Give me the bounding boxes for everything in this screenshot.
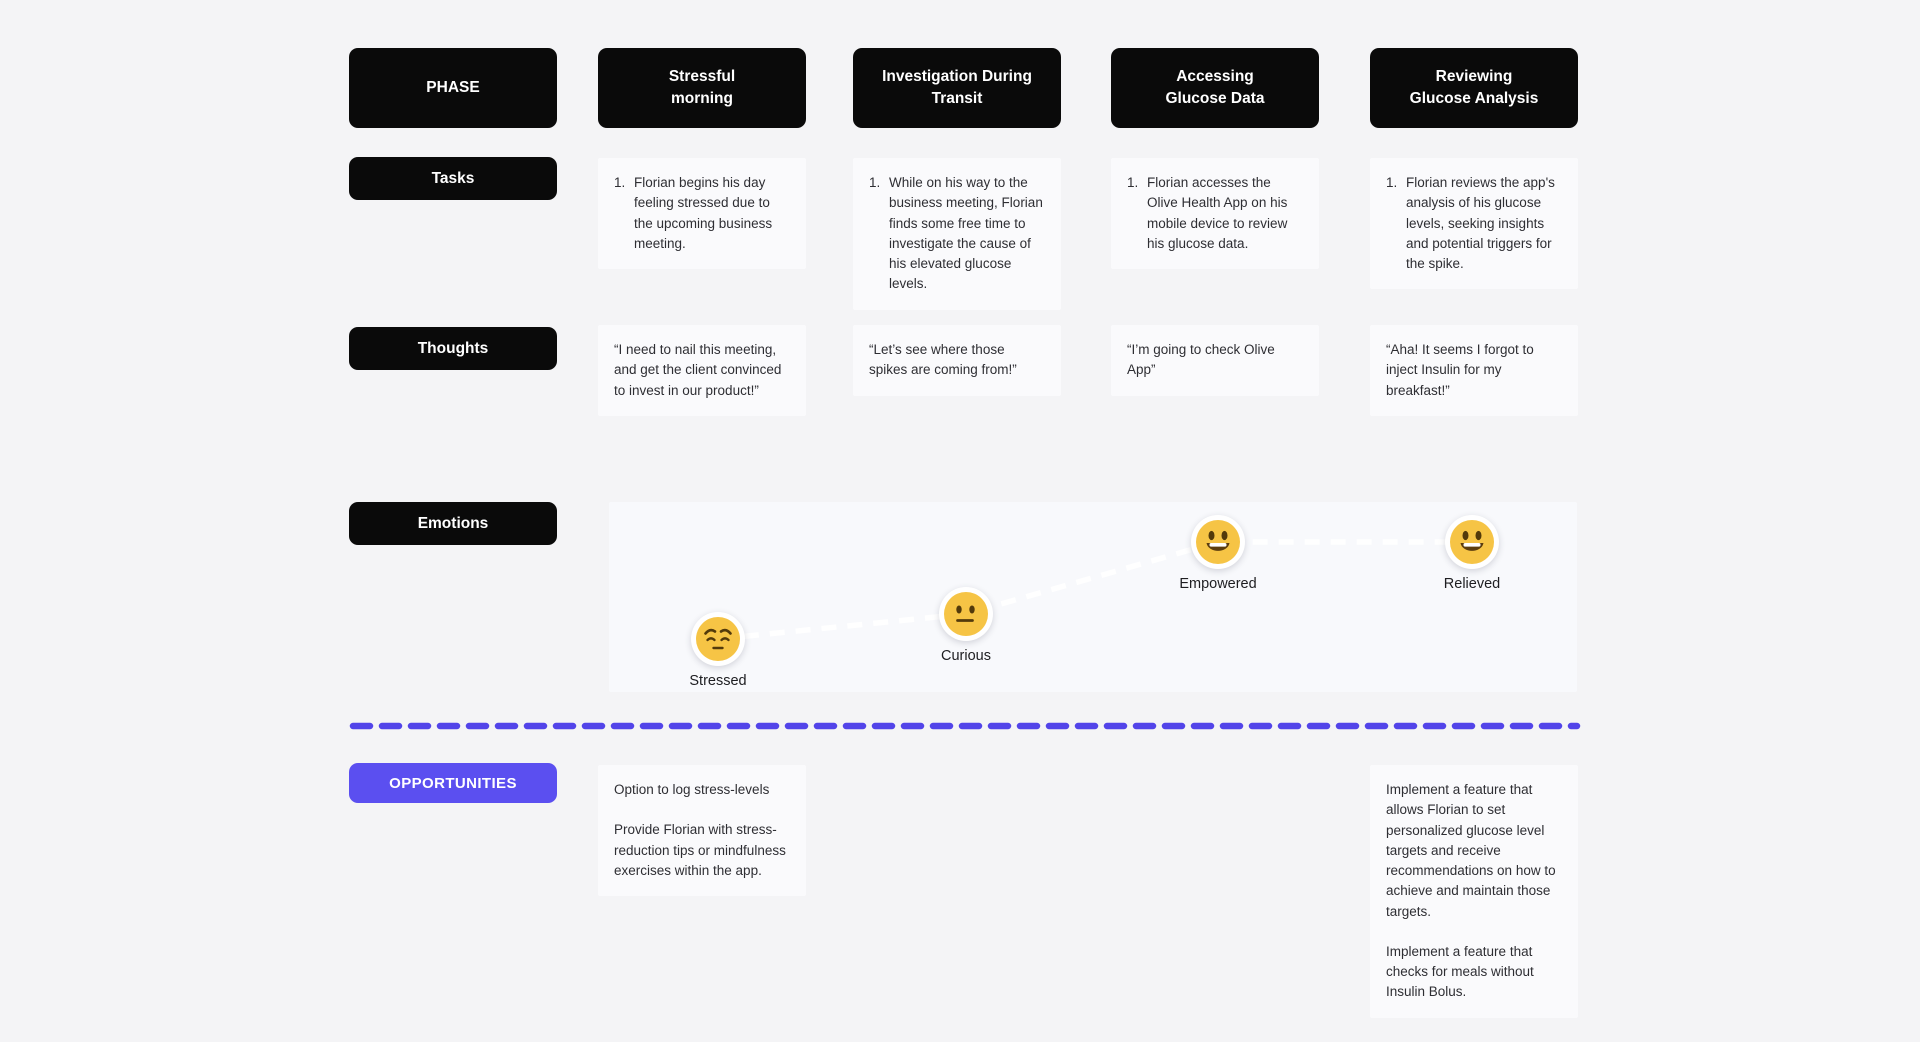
emoji-ring [1445,515,1499,569]
phase-pill-accessing-glucose-data: Accessing Glucose Data [1111,48,1319,128]
opportunity-cell-2: Implement a feature that allows Florian … [1370,765,1578,1018]
task-number: 1. [614,175,626,190]
task-cell-1: 1. Florian begins his day feeling stress… [598,158,806,269]
phase-row-header: PHASE [349,48,557,128]
task-text: While on his way to the business meeting… [889,175,1043,292]
task-number: 1. [1386,175,1398,190]
emotions-row-label: Emotions [417,514,489,532]
pensive-face-icon [696,617,740,661]
task-cell-2: 1. While on his way to the business meet… [853,158,1061,310]
emotion-point-stressed: Stressed [658,612,778,689]
task-text: Florian begins his day feeling stressed … [634,175,773,251]
emotion-label: Curious [941,648,991,664]
thoughts-row-header: Thoughts [349,327,557,370]
emotion-point-relieved: Relieved [1412,515,1532,592]
phase-pill-reviewing-glucose-analysis: Reviewing Glucose Analysis [1370,48,1578,128]
thought-text: “I need to nail this meeting, and get th… [614,342,782,398]
phase-label: Reviewing Glucose Analysis [1409,67,1539,107]
task-text: Florian accesses the Olive Health App on… [1147,175,1288,251]
neutral-face-icon [944,592,988,636]
phase-row-label: PHASE [426,78,480,96]
task-number: 1. [869,175,881,190]
phase-pill-stressful-morning: Stressful morning [598,48,806,128]
thought-cell-2: “Let’s see where those spikes are coming… [853,325,1061,396]
thought-cell-1: “I need to nail this meeting, and get th… [598,325,806,416]
emotion-label: Relieved [1443,576,1501,592]
thought-text: “Aha! It seems I forgot to inject Insuli… [1386,342,1534,398]
task-number: 1. [1127,175,1139,190]
phase-label: Stressful morning [668,67,736,107]
phase-label: Accessing Glucose Data [1165,67,1265,107]
section-divider-dashed-line [349,722,1581,730]
task-cell-3: 1. Florian accesses the Olive Health App… [1111,158,1319,269]
opportunity-text: Implement a feature that checks for meal… [1386,943,1534,1000]
emotion-trend-line [717,539,1472,642]
phase-pill-investigation-during-transit: Investigation During Transit [853,48,1061,128]
opportunity-text: Implement a feature that allows Florian … [1386,782,1556,919]
task-cell-4: 1. Florian reviews the app's analysis of… [1370,158,1578,290]
emoji-ring [691,612,745,666]
opportunities-row-label: OPPORTUNITIES [389,774,517,792]
opportunities-row-header: OPPORTUNITIES [349,763,557,803]
grinning-face-icon [1450,520,1494,564]
emoji-ring [939,587,993,641]
thought-text: “I’m going to check Olive App” [1127,342,1275,378]
emotion-point-empowered: Empowered [1158,515,1278,592]
grinning-face-icon [1196,520,1240,564]
opportunity-cell-1: Option to log stress-levels Provide Flor… [598,765,806,896]
tasks-row-header: Tasks [349,157,557,200]
phase-label: Investigation During Transit [882,67,1032,107]
emotion-label: Empowered [1179,576,1257,592]
emotion-curve-panel: Stressed Curious [609,502,1577,692]
emoji-ring [1191,515,1245,569]
emotion-label: Stressed [689,673,747,689]
thought-cell-3: “I’m going to check Olive App” [1111,325,1319,396]
thoughts-row-label: Thoughts [417,339,489,357]
opportunity-text: Provide Florian with stress-reduction ti… [614,822,786,878]
emotion-point-curious: Curious [906,587,1026,664]
task-text: Florian reviews the app's analysis of hi… [1406,175,1555,271]
tasks-row-label: Tasks [431,169,475,187]
thought-text: “Let’s see where those spikes are coming… [869,342,1017,378]
opportunity-text: Option to log stress-levels [614,782,770,797]
emotions-row-header: Emotions [349,502,557,545]
thought-cell-4: “Aha! It seems I forgot to inject Insuli… [1370,325,1578,416]
